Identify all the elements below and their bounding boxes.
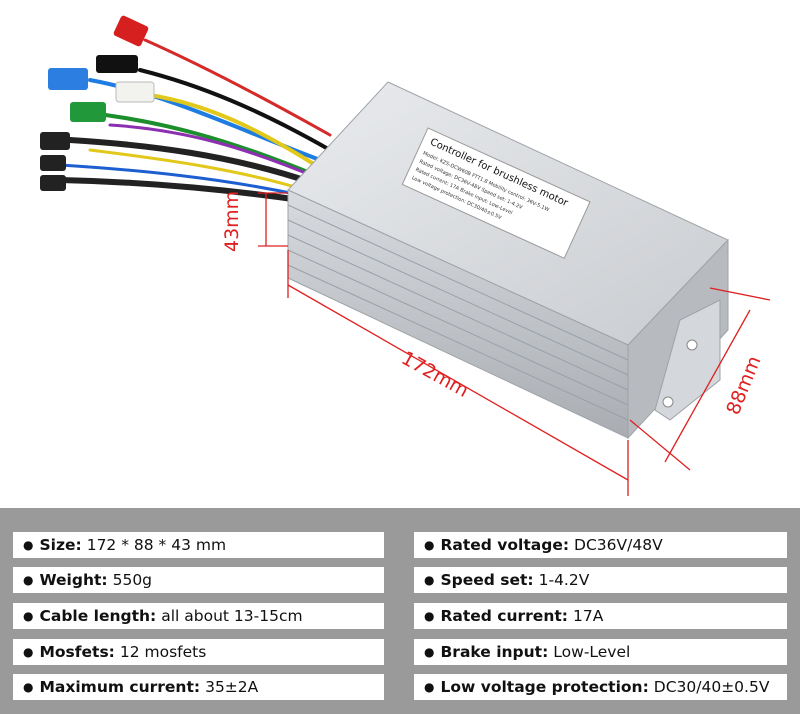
spec-value: 12 mosfets [119, 643, 207, 661]
spec-value: 172 * 88 * 43 mm [86, 536, 227, 554]
bullet-icon: ● [23, 573, 34, 587]
spec-row-weight: ● Weight: 550g [13, 567, 384, 593]
product-image-area: Controller for brushless motor Model: KZ… [40, 15, 771, 496]
spec-row-rated-current: ● Rated current: 17A [414, 603, 787, 629]
dimension-lines [258, 192, 771, 496]
spec-row-speed-set: ● Speed set: 1-4.2V [414, 567, 787, 593]
controller-illustration: Controller for brushless motor Model: KZ… [40, 15, 771, 496]
spec-row-low-voltage-protection: ● Low voltage protection: DC30/40±0.5V [414, 674, 787, 700]
product-label-sticker: Controller for brushless motor Model: KZ… [401, 127, 591, 259]
bullet-icon: ● [424, 538, 435, 552]
spec-row-rated-voltage: ● Rated voltage: DC36V/48V [414, 532, 787, 558]
bullet-icon: ● [424, 609, 435, 623]
spec-label: Weight: [39, 571, 108, 589]
bullet-icon: ● [23, 609, 34, 623]
spec-label: Rated current: [440, 607, 568, 625]
spec-value: 17A [572, 607, 604, 625]
bullet-icon: ● [424, 680, 435, 694]
spec-value: DC30/40±0.5V [653, 678, 770, 696]
spec-label: Low voltage protection: [440, 678, 649, 696]
spec-value: 35±2A [205, 678, 259, 696]
spec-row-mosfets: ● Mosfets: 12 mosfets [13, 639, 384, 665]
spec-label: Speed set: [440, 571, 534, 589]
spec-value: DC36V/48V [574, 536, 663, 554]
spec-label: Brake input: [440, 643, 549, 661]
bullet-icon: ● [23, 645, 34, 659]
controller-body [287, 81, 729, 440]
spec-row-cable-length: ● Cable length: all about 13-15cm [13, 603, 384, 629]
spec-label: Rated voltage: [440, 536, 570, 554]
spec-label: Mosfets: [39, 643, 115, 661]
spec-value: 1-4.2V [538, 571, 590, 589]
spec-label: Size: [39, 536, 82, 554]
height-dimension-label: 43mm [221, 191, 243, 252]
spec-row-brake-input: ● Brake input: Low-Level [414, 639, 787, 665]
spec-row-size: ● Size: 172 * 88 * 43 mm [13, 532, 384, 558]
spec-row-maximum-current: ● Maximum current: 35±2A [13, 674, 384, 700]
bullet-icon: ● [424, 573, 435, 587]
spec-value: 550g [112, 571, 153, 589]
bullet-icon: ● [23, 538, 34, 552]
connector-group [40, 15, 155, 191]
bullet-icon: ● [424, 645, 435, 659]
spec-label: Cable length: [39, 607, 157, 625]
spec-value: all about 13-15cm [161, 607, 303, 625]
width-dimension-label: 88mm [722, 353, 765, 418]
spec-label: Maximum current: [39, 678, 201, 696]
bullet-icon: ● [23, 680, 34, 694]
spec-value: Low-Level [553, 643, 631, 661]
